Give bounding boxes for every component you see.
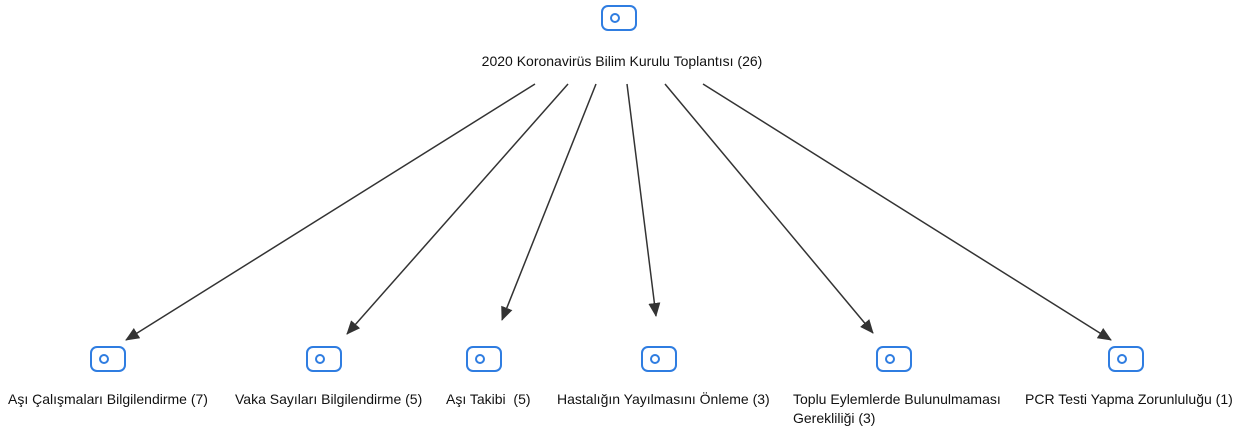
child-node-label-asi-takibi: Aşı Takibi (5) <box>446 391 531 407</box>
node-dot-icon <box>475 353 485 364</box>
edge-vaka-sayilari <box>346 83 569 335</box>
child-node-label-hastaligin-yayilmasi: Hastalığın Yayılmasını Önleme (3) <box>557 391 770 407</box>
node-dot-icon <box>610 12 620 23</box>
node-dot-icon <box>1117 353 1127 364</box>
node-dot-icon <box>650 353 660 364</box>
child-node-label-vaka-sayilari: Vaka Sayıları Bilgilendirme (5) <box>235 391 423 407</box>
child-node-icon-asi-calismalari[interactable] <box>90 346 126 372</box>
child-node-icon-vaka-sayilari[interactable] <box>306 346 342 372</box>
child-node-label-pcr-testi: PCR Testi Yapma Zorunluluğu (1) <box>1025 391 1233 407</box>
child-node-icon-pcr-testi[interactable] <box>1108 346 1144 372</box>
child-node-label-asi-calismalari: Aşı Çalışmaları Bilgilendirme (7) <box>8 391 208 407</box>
edge-pcr-testi <box>702 83 1112 341</box>
edge-hastaligin-yayilmasi <box>626 83 661 317</box>
root-node-icon[interactable] <box>601 5 637 31</box>
node-dot-icon <box>315 353 325 364</box>
node-dot-icon <box>99 353 109 364</box>
child-node-icon-hastaligin-yayilmasi[interactable] <box>641 346 677 372</box>
child-node-icon-asi-takibi[interactable] <box>466 346 502 372</box>
edge-asi-takibi <box>501 83 597 321</box>
edge-asi-calismalari <box>125 83 536 341</box>
edge-toplu-eylemler <box>664 83 874 334</box>
child-node-label-toplu-eylemler: Toplu Eylemlerde Bulunulmaması Gereklili… <box>793 391 1001 426</box>
node-dot-icon <box>885 353 895 364</box>
root-node-label: 2020 Koronavirüs Bilim Kurulu Toplantısı… <box>481 53 763 69</box>
child-node-icon-toplu-eylemler[interactable] <box>876 346 912 372</box>
